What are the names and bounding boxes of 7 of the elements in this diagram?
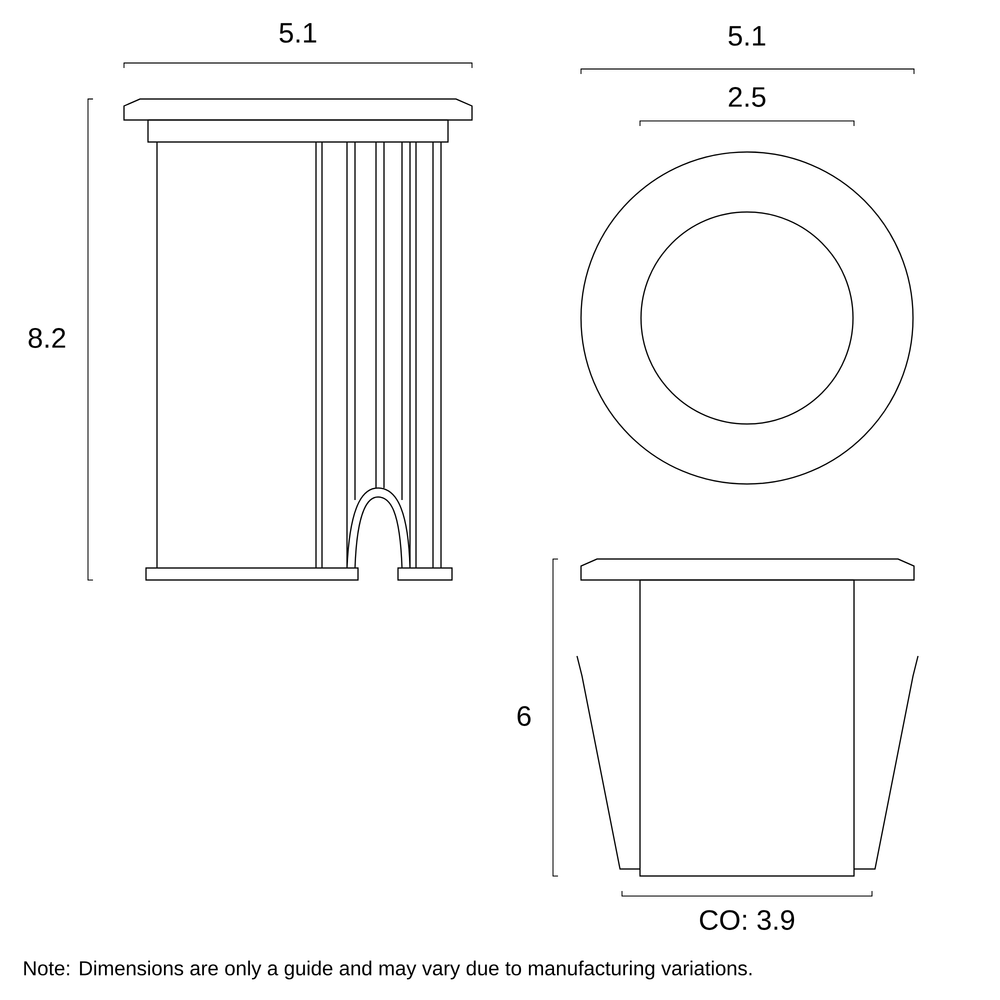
dimension-label: 5.1 bbox=[280, 23, 316, 43]
dimension-label: 5.1 bbox=[728, 26, 766, 46]
dimension-label: 8.2 bbox=[28, 328, 66, 348]
dimension-label: CO: 3.9 bbox=[700, 910, 794, 930]
dimension-label: 6 bbox=[518, 706, 531, 726]
dimension-label: 2.5 bbox=[728, 87, 766, 107]
note-text: Note: Dimensions are only a guide and may vary due to manufacturing variations. bbox=[24, 960, 752, 980]
